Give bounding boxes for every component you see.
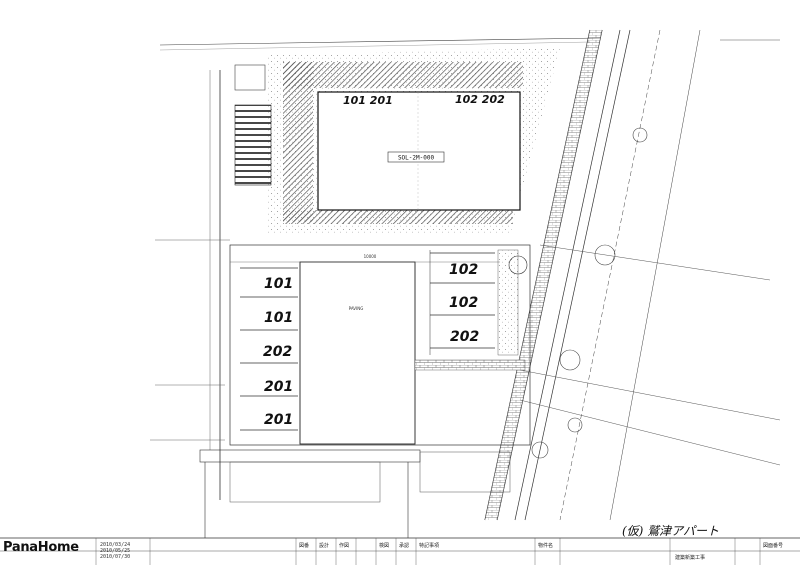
railway (484, 29, 701, 521)
brand-logo: PanaHome (3, 540, 79, 555)
parking-space-label: 202 (263, 344, 292, 360)
tb-col-kenzu: 検図 (379, 543, 390, 549)
tb-work-type: 建築新築工事 (675, 555, 706, 561)
unit-label-top-right: 102 202 (455, 93, 505, 106)
building-designation: SOL-2M-000 (398, 155, 435, 162)
parking-space-label: 201 (264, 379, 293, 395)
bicycle-parking (234, 104, 272, 186)
parking-space-label: 102 (449, 262, 478, 278)
tb-col-sekkei: 設計 (319, 543, 330, 549)
revision-date: 2010/03/24 (100, 542, 131, 548)
title-block-grid (95, 538, 761, 565)
parking-space-label: 102 (449, 295, 478, 311)
storage-shed (234, 64, 266, 91)
left-boundary (150, 37, 601, 500)
paving-label: PAVING (349, 306, 364, 311)
road (519, 39, 781, 466)
tb-col-shonin: 承認 (399, 543, 410, 549)
tb-col-tokki: 特記事項 (419, 543, 440, 549)
parking-space-label: 202 (450, 329, 479, 345)
parking-space-label: 101 (264, 276, 293, 292)
walkway-hatch (283, 62, 523, 224)
bottom-fence-area (199, 359, 526, 538)
project-name-handwritten: (仮) 鷲津アパート (622, 524, 719, 538)
tb-col-sakuzu: 作図 (339, 543, 350, 549)
apartment-building (317, 91, 521, 211)
dimension-label: 10000 (364, 254, 377, 259)
revision-dates: 2010/03/24 2010/05/25 2010/07/30 (100, 542, 130, 560)
revision-date: 2010/07/30 (100, 554, 131, 560)
tb-project-label: 物件名 (538, 543, 554, 549)
unit-label-top-left: 101 201 (343, 94, 393, 107)
parking-lot (229, 244, 531, 446)
tb-drawing-no-label: 図面番号 (763, 543, 784, 549)
tb-col-zuban: 図番 (299, 543, 310, 549)
revision-date: 2010/05/25 (100, 548, 131, 554)
parking-space-label: 201 (264, 412, 293, 428)
parking-space-label: 101 (264, 310, 293, 326)
